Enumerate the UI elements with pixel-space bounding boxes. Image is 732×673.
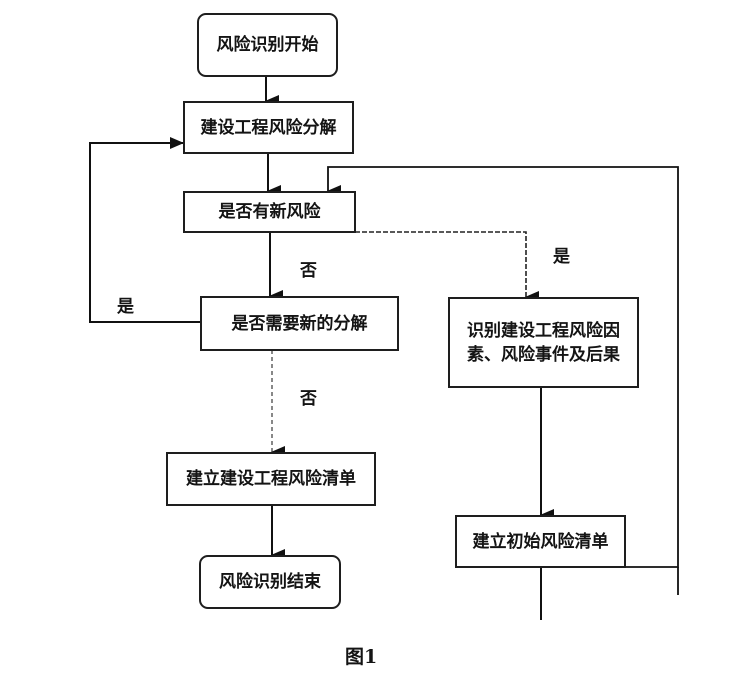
node-decompose: 建设工程风险分解 [183, 101, 354, 154]
label-need-decompose-yes: 是 [117, 297, 134, 317]
node-build-list-label: 建立建设工程风险清单 [186, 469, 356, 489]
node-initial-list-label: 建立初始风险清单 [472, 531, 609, 552]
node-start-label: 风险识别开始 [216, 35, 319, 55]
node-end-label: 风险识别结束 [219, 572, 321, 592]
edge-feedback-loop [327, 166, 679, 568]
label-new-risk-no: 否 [300, 261, 317, 281]
node-initial-list: 建立初始风险清单 [455, 515, 626, 568]
node-need-decompose-check-label: 是否需要新的分解 [231, 313, 368, 334]
node-identify-factors-line2: 素、风险事件及后果 [467, 344, 620, 365]
node-end: 风险识别结束 [199, 555, 341, 609]
node-new-risk-check-label: 是否有新风险 [218, 202, 321, 222]
edge-needdecompose-yes [89, 137, 200, 323]
node-decompose-label: 建设工程风险分解 [200, 117, 337, 138]
node-identify-factors: 识别建设工程风险因 素、风险事件及后果 [448, 297, 639, 388]
edge-newrisk-yes [355, 231, 539, 303]
node-new-risk-check: 是否有新风险 [183, 191, 356, 233]
figure-caption: 图1 [345, 646, 378, 668]
label-new-risk-yes: 是 [553, 247, 570, 267]
node-build-list: 建立建设工程风险清单 [166, 452, 376, 506]
node-identify-factors-line1: 识别建设工程风险因 [467, 320, 620, 341]
label-need-decompose-no: 否 [300, 389, 317, 409]
node-start: 风险识别开始 [197, 13, 338, 77]
node-need-decompose-check: 是否需要新的分解 [200, 296, 399, 351]
